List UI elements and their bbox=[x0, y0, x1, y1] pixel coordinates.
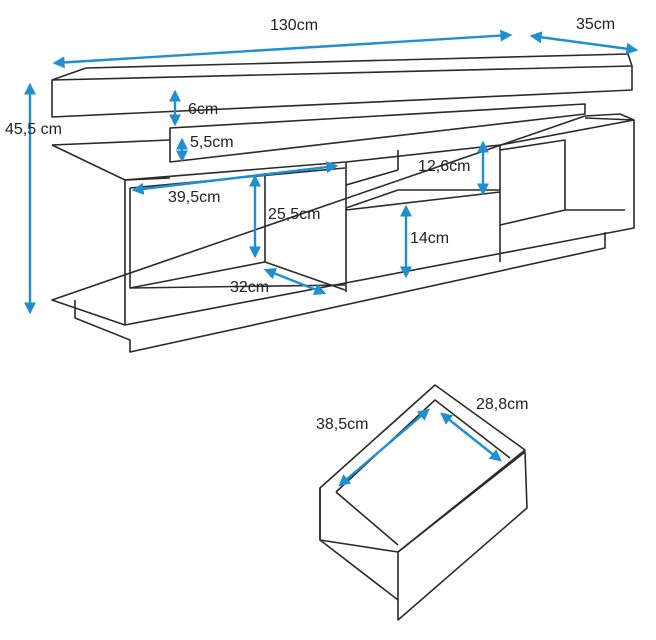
drawer-width-label: 38,5cm bbox=[316, 416, 369, 433]
cabinet-body bbox=[51, 113, 635, 353]
top-thickness-label: 6cm bbox=[188, 101, 219, 118]
recessed-layer bbox=[169, 103, 586, 163]
gap-label: 5,5cm bbox=[190, 134, 234, 151]
depth-label: 35cm bbox=[576, 16, 616, 33]
left-compartment-depth-label: 32cm bbox=[230, 279, 270, 296]
mid-shelf-height-label: 12,6cm bbox=[418, 158, 471, 175]
top-slab bbox=[51, 53, 633, 118]
drawer-depth-label: 28,8cm bbox=[476, 396, 529, 413]
left-compartment-height-label: 25,5cm bbox=[268, 206, 321, 223]
left-compartment-width-label: 39,5cm bbox=[168, 189, 221, 206]
drawer-front-height-label: 14cm bbox=[410, 230, 450, 247]
width-label: 130cm bbox=[270, 17, 319, 34]
height-label: 45,5 cm bbox=[5, 121, 62, 138]
dimension-arrows bbox=[24, 29, 639, 487]
